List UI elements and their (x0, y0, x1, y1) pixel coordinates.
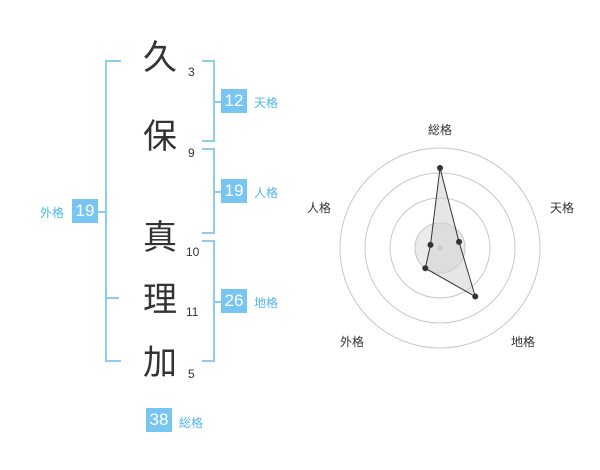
radar-series-polygon (424, 167, 477, 298)
name-char-5: 加 (143, 343, 177, 383)
radar-point-2 (456, 238, 463, 245)
jinkaku-value-box: 19 (221, 179, 247, 203)
jinkaku-label: 人格 (254, 186, 279, 200)
radar-axis-label-gaikaku: 外格 (340, 335, 365, 349)
radar-point-1 (437, 165, 443, 171)
radar-point-3 (472, 293, 479, 300)
tenkaku-value-box: 12 (221, 89, 247, 113)
tenkaku-connector (213, 101, 221, 103)
jinkaku-connector (213, 191, 221, 193)
radar-center-dot (437, 245, 443, 251)
gaikaku-value-box: 19 (72, 199, 98, 223)
radar-axis-label-chikaku: 地格 (511, 335, 536, 349)
radar-point-4 (422, 265, 429, 272)
stroke-count-3: 10 (186, 245, 200, 259)
radar-point-5 (427, 241, 434, 248)
name-char-2: 保 (143, 117, 177, 157)
stroke-count-4: 11 (186, 305, 199, 319)
stroke-count-5: 5 (188, 367, 195, 381)
name-char-1: 久 (143, 38, 177, 78)
stroke-count-1: 3 (188, 65, 195, 79)
gaikaku-label: 外格 (40, 206, 65, 220)
name-char-3: 真 (143, 218, 177, 258)
gaikaku-bracket-mid (105, 297, 119, 299)
radar-axis-label-soukaku: 総格 (428, 123, 453, 137)
tenkaku-label: 天格 (254, 96, 279, 110)
gaikaku-connector (98, 211, 107, 213)
chikaku-label: 地格 (254, 296, 279, 310)
radar-axis-label-jinkaku: 人格 (307, 201, 332, 215)
stroke-count-2: 9 (188, 146, 195, 160)
name-char-4: 理 (143, 280, 177, 320)
soukaku-label: 総格 (179, 416, 204, 430)
radar-axis-label-tenkaku: 天格 (550, 201, 575, 215)
soukaku-value-box: 38 (146, 408, 172, 432)
radar-ring (339, 147, 541, 349)
chikaku-value-box: 26 (221, 289, 247, 313)
chikaku-connector (213, 301, 221, 303)
